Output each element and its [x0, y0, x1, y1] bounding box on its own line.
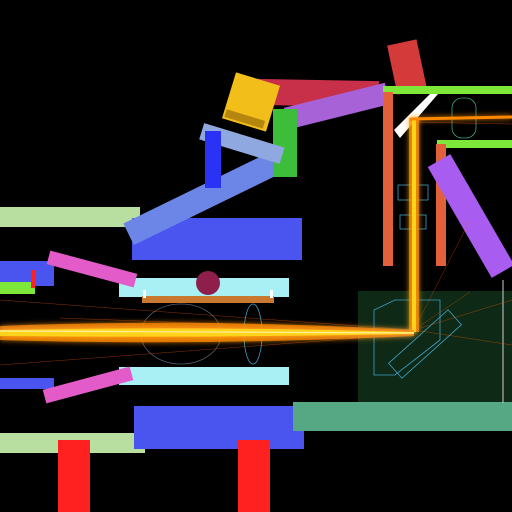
- teal-base: [293, 402, 512, 431]
- red-top-block: [387, 39, 427, 95]
- left-lime-bar: [0, 282, 35, 294]
- yellow-block: [221, 72, 281, 132]
- left-blue-stub-upper: [0, 261, 54, 286]
- sample-stage: [142, 296, 274, 303]
- left-blue-stub-lower: [0, 378, 54, 389]
- right-red-leg: [238, 440, 270, 512]
- blue-post: [205, 131, 221, 188]
- green-pillar: [273, 109, 297, 177]
- lime-lower-rail: [437, 140, 512, 148]
- lower-cyan-plate: [119, 367, 289, 385]
- main-laser-beam: [0, 322, 415, 343]
- stage-post-right: [270, 290, 273, 298]
- upper-left-rail: [0, 207, 140, 227]
- lime-upper-rail: [383, 86, 512, 94]
- lower-blue-block: [134, 406, 304, 449]
- diagonal-arm: [123, 148, 287, 246]
- purple-slant-bar: [283, 82, 391, 130]
- right-tower-rod: [436, 144, 446, 266]
- lower-magenta-bar: [42, 366, 134, 404]
- left-tower-rod: [383, 92, 393, 266]
- violet-slant-bar: [427, 154, 512, 278]
- sample-sphere: [196, 271, 220, 295]
- vertical-beam: [409, 115, 512, 332]
- white-mirror: [394, 94, 438, 138]
- detector-panel: [358, 291, 512, 403]
- stage-post-left: [143, 290, 146, 298]
- left-red-leg: [58, 440, 90, 512]
- upper-magenta-bar: [46, 250, 138, 288]
- left-red-tab: [31, 270, 35, 288]
